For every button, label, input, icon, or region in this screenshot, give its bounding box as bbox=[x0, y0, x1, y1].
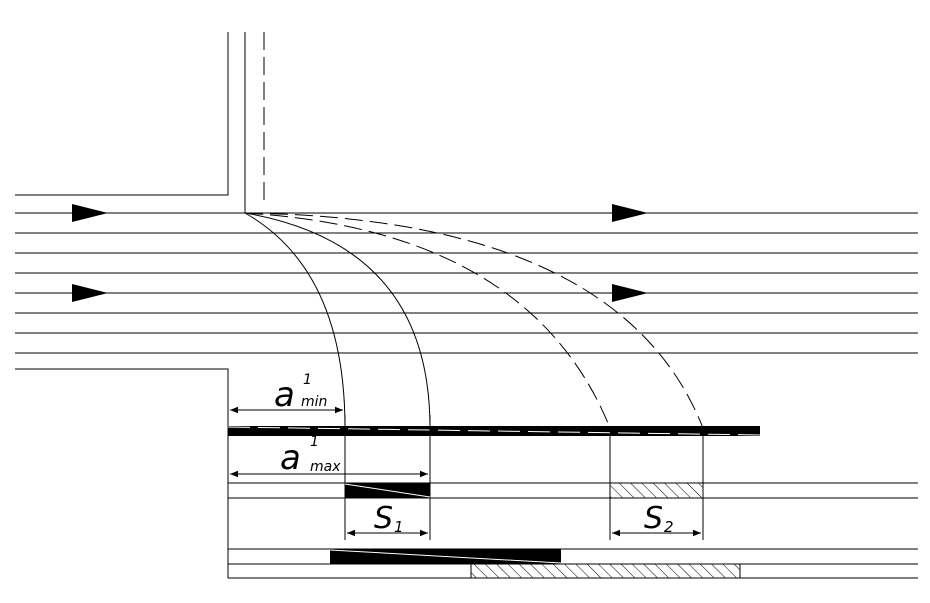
dimension-s2: S 2 bbox=[612, 501, 701, 537]
gap-block-hatched bbox=[609, 482, 704, 499]
direction-arrows bbox=[72, 204, 648, 302]
middle-row bbox=[228, 482, 918, 499]
traffic-arrow-icon bbox=[612, 284, 648, 302]
a-max-sup: 1 bbox=[310, 434, 319, 450]
traffic-arrow-icon bbox=[612, 204, 648, 222]
s1-sub: 1 bbox=[394, 518, 404, 536]
dimension-s1: S 1 bbox=[347, 501, 428, 537]
dimension-a-min: a 1 min bbox=[230, 372, 343, 415]
traffic-arrow-icon bbox=[72, 204, 108, 222]
bottom-block-hatched bbox=[470, 563, 741, 579]
bottom-road-edge bbox=[15, 368, 229, 578]
s2-base: S bbox=[644, 501, 663, 536]
side-road-left-edge bbox=[15, 32, 229, 196]
s1-base: S bbox=[374, 501, 393, 536]
side-road bbox=[15, 32, 265, 213]
main-road-lanes bbox=[15, 212, 918, 354]
dimension-a-max: a 1 max bbox=[230, 434, 428, 478]
s2-sub: 2 bbox=[664, 518, 674, 536]
trajectory-max bbox=[244, 212, 431, 429]
reference-bar-top bbox=[227, 426, 761, 436]
a-max-base: a bbox=[280, 438, 301, 478]
trajectory-min bbox=[244, 212, 346, 429]
a-min-base: a bbox=[274, 375, 295, 415]
trajectory-dashed-min bbox=[244, 212, 611, 429]
a-min-sup: 1 bbox=[303, 372, 312, 388]
a-max-sub: max bbox=[310, 459, 341, 475]
trajectories bbox=[244, 212, 704, 429]
traffic-arrow-icon bbox=[72, 284, 108, 302]
a-min-sub: min bbox=[301, 394, 327, 410]
bottom-rows bbox=[228, 548, 918, 579]
trajectory-dashed-max bbox=[244, 212, 704, 429]
